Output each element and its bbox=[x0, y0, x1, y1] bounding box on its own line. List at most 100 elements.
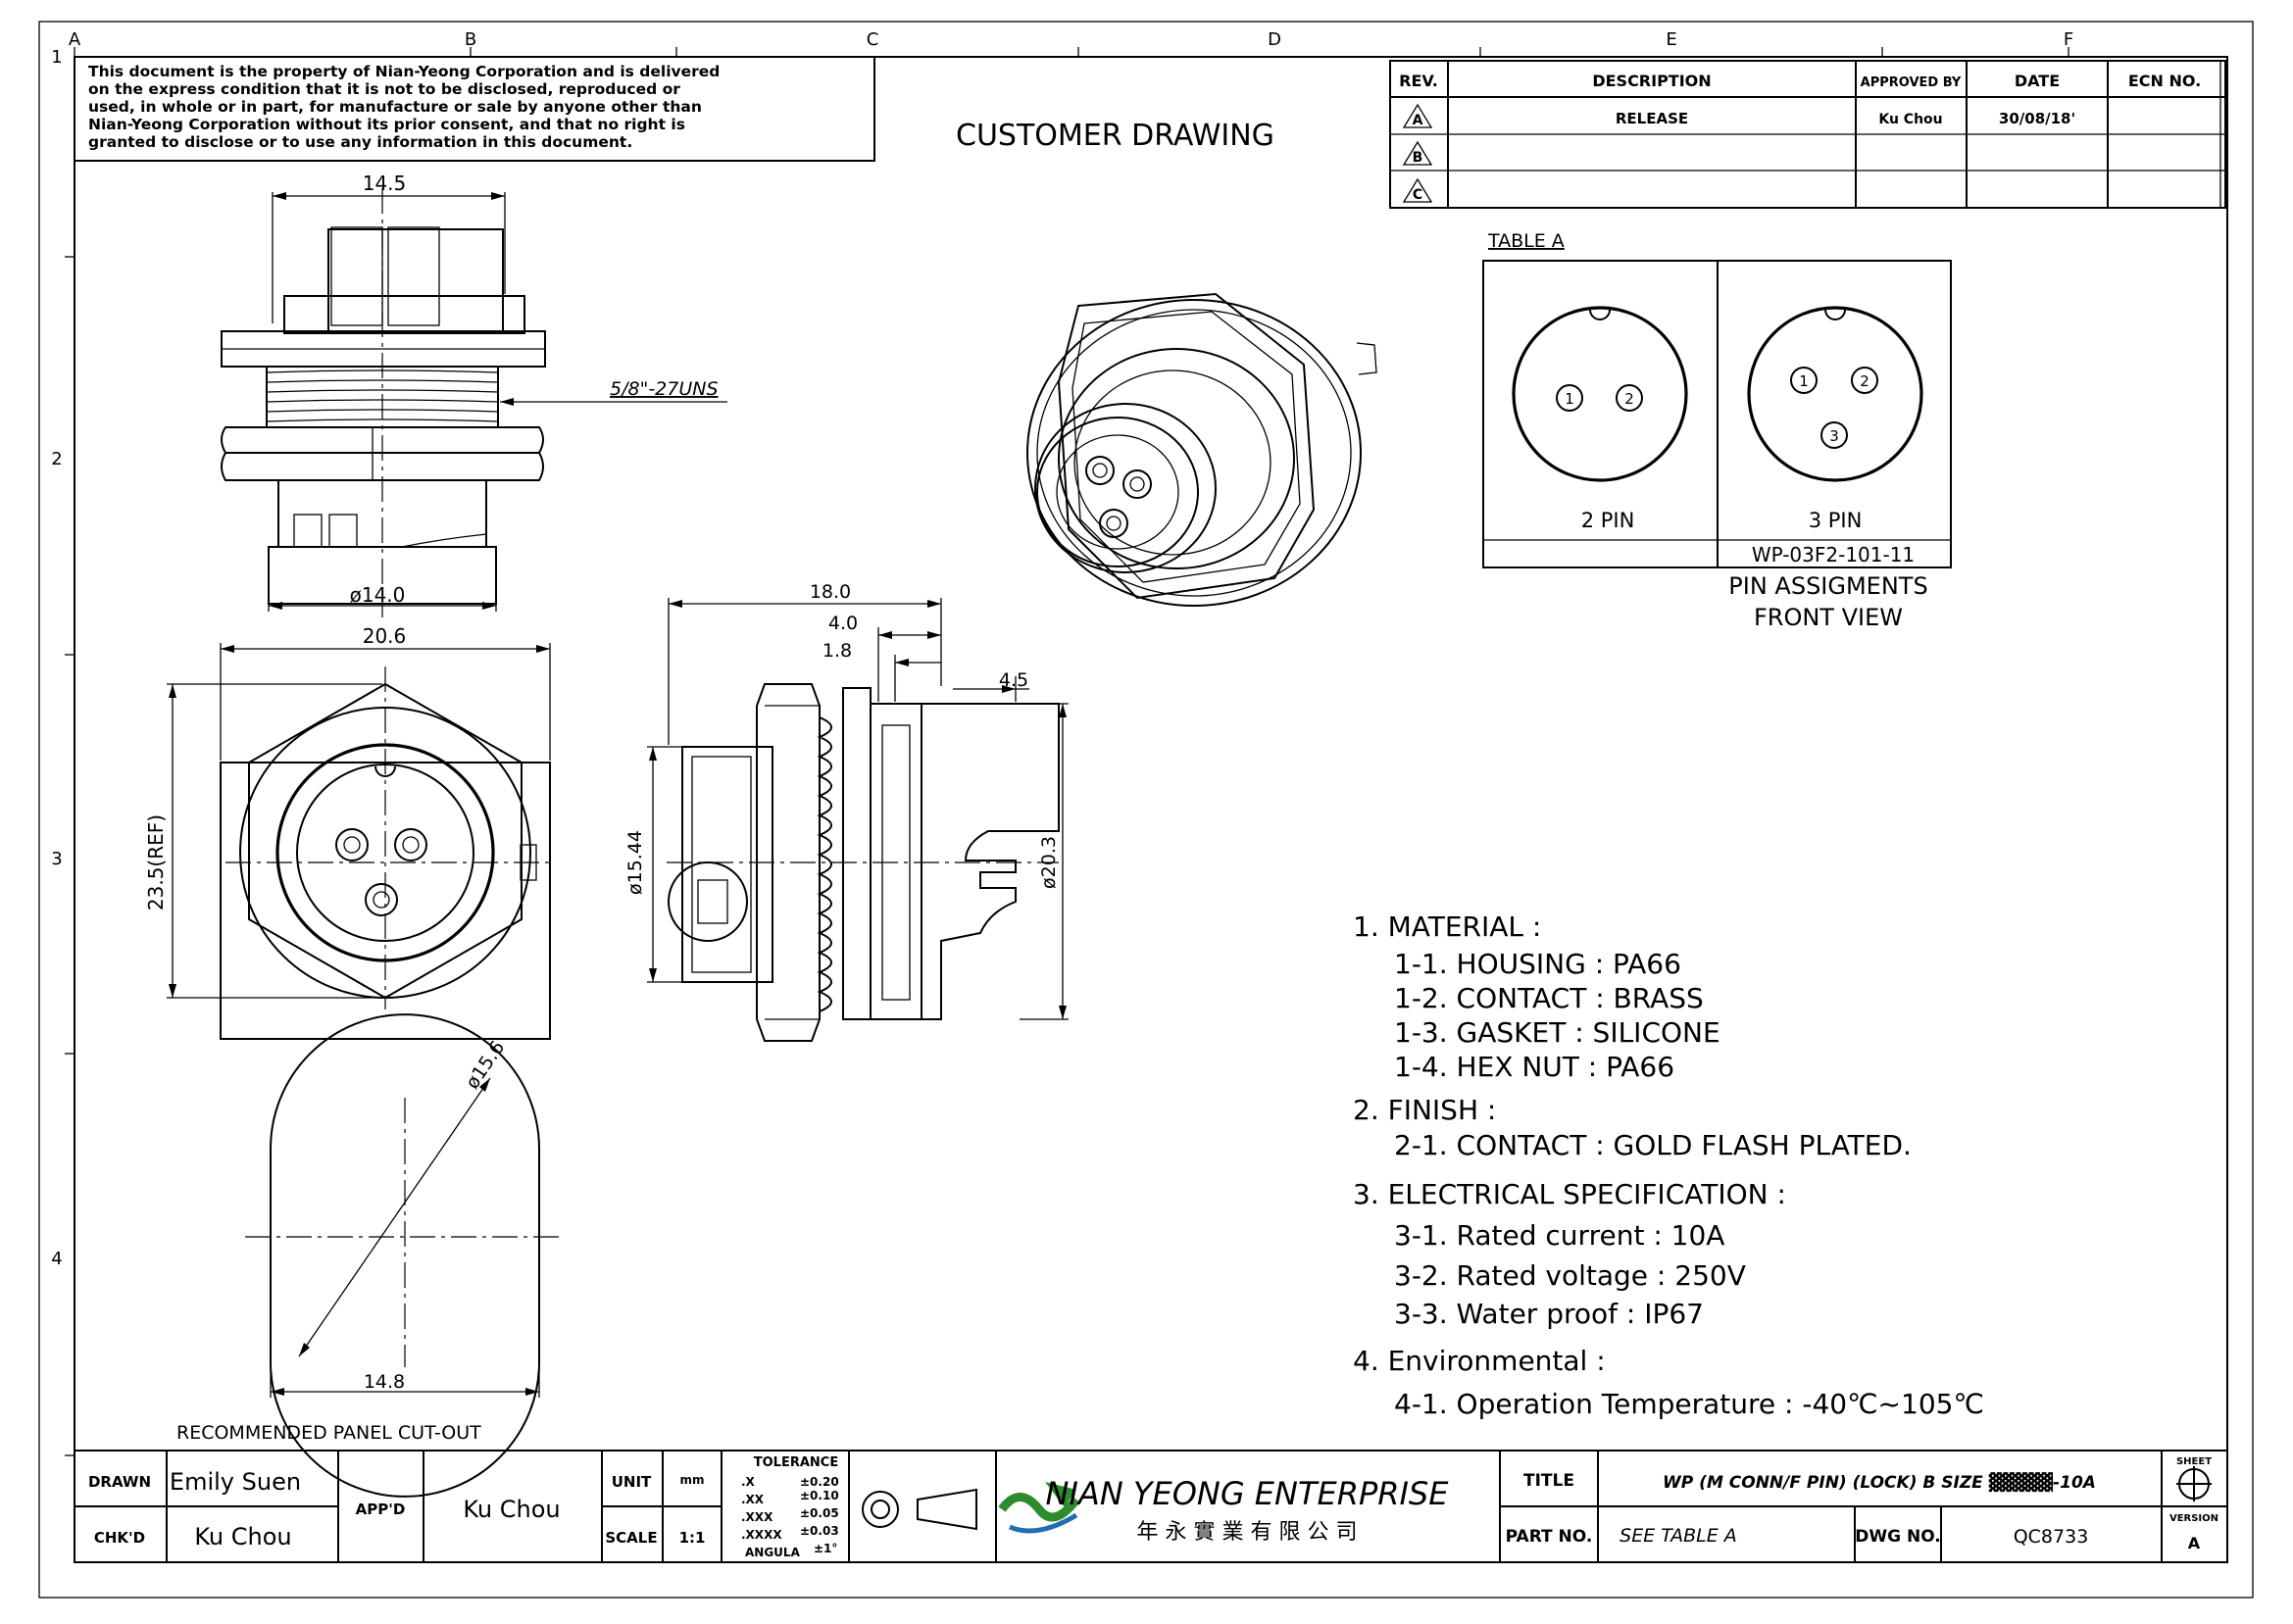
appd-value: Ku Chou bbox=[463, 1496, 560, 1523]
col-label-d: D bbox=[1268, 29, 1281, 50]
note-line: 4. Environmental : bbox=[1353, 1345, 1606, 1377]
part-no-label: PART NO. bbox=[1506, 1527, 1593, 1547]
col-label-b: B bbox=[465, 29, 476, 50]
tol-value: ±0.03 bbox=[800, 1524, 839, 1538]
rev-c: C bbox=[1413, 187, 1422, 203]
isometric-view bbox=[1026, 292, 1377, 607]
note-line: 2. FINISH : bbox=[1353, 1094, 1496, 1126]
dim-cut-flat: 14.8 bbox=[364, 1371, 405, 1393]
row-label-2: 2 bbox=[51, 449, 62, 469]
row-label-4: 4 bbox=[51, 1249, 62, 1269]
company-logo-icon bbox=[998, 1482, 1080, 1534]
chkd-value: Ku Chou bbox=[194, 1523, 291, 1550]
rev-a-date: 30/08/18' bbox=[1999, 110, 2075, 127]
rev-b: B bbox=[1413, 150, 1423, 166]
ecn-header: ECN NO. bbox=[2128, 72, 2201, 90]
note-line: 1-1. HOUSING : PA66 bbox=[1394, 948, 1681, 980]
column-ticks bbox=[74, 47, 2069, 57]
tol-value: ±0.05 bbox=[800, 1506, 839, 1520]
tol-value: ±1° bbox=[814, 1542, 837, 1555]
dim-top-width: 14.5 bbox=[363, 172, 407, 195]
dwg-no-value: QC8733 bbox=[2014, 1526, 2089, 1548]
approved-by-header: APPROVED BY bbox=[1861, 75, 1962, 90]
inner-border bbox=[74, 56, 2228, 1563]
col-label-f: F bbox=[2064, 29, 2073, 50]
tolerance-list: .X ±0.20 .XX ±0.10 .XXX ±0.05 .XXXX ±0.0… bbox=[741, 1475, 839, 1559]
rev-header: REV. bbox=[1399, 72, 1438, 90]
note-line: 3-1. Rated current : 10A bbox=[1394, 1219, 1724, 1252]
table-a-part-number: WP-03F2-101-11 bbox=[1752, 543, 1915, 566]
pin2-number-2: 2 bbox=[1624, 390, 1634, 408]
scale-label: SCALE bbox=[605, 1529, 657, 1547]
tol-key: .XXX bbox=[741, 1510, 773, 1524]
row-label-3: 3 bbox=[51, 849, 62, 869]
projection-symbol-icon bbox=[862, 1488, 977, 1531]
rev-a: A bbox=[1413, 113, 1423, 128]
notice-text: This document is the property of Nian-Ye… bbox=[88, 63, 720, 151]
chkd-label: CHK'D bbox=[94, 1529, 145, 1547]
drawn-value: Emily Suen bbox=[170, 1468, 301, 1496]
col-label-e: E bbox=[1666, 29, 1676, 50]
dim-side-4: 4.0 bbox=[828, 613, 858, 634]
revision-table bbox=[1389, 60, 2226, 209]
notice-box bbox=[74, 56, 875, 162]
pin3-label: 3 PIN bbox=[1809, 509, 1863, 532]
panel-cutout-view bbox=[245, 1013, 564, 1498]
dim-side-1-8: 1.8 bbox=[822, 640, 852, 662]
tol-key: .XXXX bbox=[741, 1528, 782, 1542]
dim-front-width: 20.6 bbox=[363, 624, 407, 648]
notice-line: on the express condition that it is not … bbox=[88, 80, 680, 98]
tolerance-title: TOLERANCE bbox=[754, 1455, 838, 1470]
rev-a-description: RELEASE bbox=[1616, 110, 1688, 127]
title-label: TITLE bbox=[1523, 1471, 1574, 1491]
note-line: 1. MATERIAL : bbox=[1353, 910, 1541, 943]
dim-thread: 5/8"-27UNS bbox=[610, 378, 719, 400]
pin-3-diagram bbox=[1747, 306, 1923, 482]
version-label: VERSION bbox=[2169, 1513, 2218, 1524]
customer-drawing-label: CUSTOMER DRAWING bbox=[956, 119, 1274, 153]
side-view bbox=[647, 598, 1069, 1042]
pin3-number-2: 2 bbox=[1860, 372, 1869, 390]
notice-line: granted to disclose or to use any inform… bbox=[88, 133, 632, 151]
drawn-label: DRAWN bbox=[88, 1473, 151, 1491]
pin3-number-1: 1 bbox=[1799, 372, 1809, 390]
date-header: DATE bbox=[2015, 72, 2060, 90]
notice-line: used, in whole or in part, for manufactu… bbox=[88, 98, 702, 116]
tol-key: .XX bbox=[741, 1493, 765, 1506]
note-line: 2-1. CONTACT : GOLD FLASH PLATED. bbox=[1394, 1129, 1912, 1161]
note-line: 3. ELECTRICAL SPECIFICATION : bbox=[1353, 1178, 1786, 1210]
version-value: A bbox=[2188, 1534, 2201, 1552]
pin3-number-3: 3 bbox=[1829, 427, 1839, 445]
notice-line: This document is the property of Nian-Ye… bbox=[88, 63, 720, 80]
unit-label: UNIT bbox=[612, 1473, 652, 1491]
pin2-number-1: 1 bbox=[1565, 390, 1574, 408]
dwg-no-label: DWG NO. bbox=[1855, 1527, 1941, 1547]
dim-side-length: 18.0 bbox=[810, 581, 851, 603]
front-view-caption: FRONT VIEW bbox=[1754, 604, 1903, 631]
pin-assignments-caption: PIN ASSIGMENTS bbox=[1728, 572, 1927, 600]
note-line: 1-2. CONTACT : BRASS bbox=[1394, 982, 1704, 1014]
unit-value: mm bbox=[679, 1473, 704, 1487]
company-name-en: NIAN YEONG ENTERPRISE bbox=[1046, 1475, 1450, 1512]
row-label-1: 1 bbox=[51, 47, 62, 68]
pin2-label: 2 PIN bbox=[1581, 509, 1635, 532]
dim-side-4-5: 4.5 bbox=[999, 669, 1028, 691]
part-no-value: SEE TABLE A bbox=[1620, 1525, 1737, 1547]
front-view bbox=[167, 643, 551, 1040]
note-line: 1-3. GASKET : SILICONE bbox=[1394, 1016, 1720, 1049]
dim-top-dia: ø14.0 bbox=[350, 583, 406, 607]
outer-border bbox=[38, 21, 2254, 1599]
row-ticks bbox=[65, 256, 75, 1456]
tol-key: ANGULA bbox=[745, 1546, 801, 1559]
sheet-symbol-icon bbox=[2176, 1466, 2212, 1501]
col-label-c: C bbox=[867, 29, 879, 50]
table-a-grid bbox=[1482, 260, 1952, 568]
table-a-title: TABLE A bbox=[1487, 230, 1565, 252]
dim-side-dia-20: ø20.3 bbox=[1038, 836, 1060, 889]
dim-side-dia-15: ø15.44 bbox=[624, 830, 646, 895]
rev-a-approved: Ku Chou bbox=[1878, 112, 1942, 127]
notice-line: Nian-Yeong Corporation without its prior… bbox=[88, 116, 685, 133]
note-line: 1-4. HEX NUT : PA66 bbox=[1394, 1051, 1674, 1083]
